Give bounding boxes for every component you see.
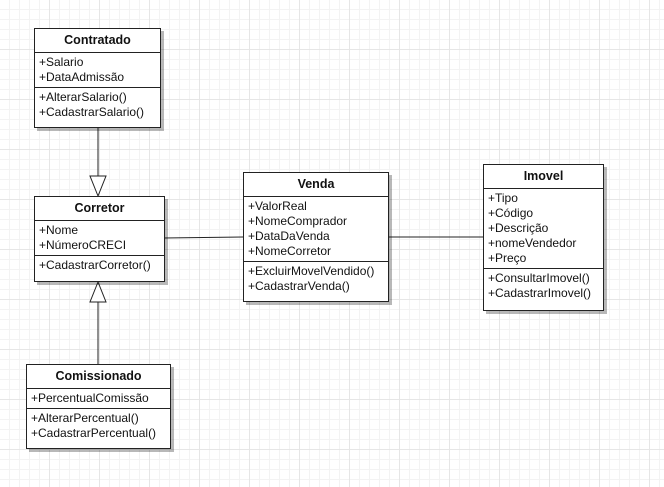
- attribute: +Preço: [488, 251, 527, 265]
- attribute: +NúmeroCRECI: [39, 238, 127, 252]
- method: +ExcluirMovelVendido(): [248, 264, 375, 278]
- attribute: +DataAdmissão: [39, 70, 125, 84]
- method: +ConsultarImovel(): [488, 271, 590, 285]
- method: +CadastrarPercentual(): [31, 426, 157, 440]
- attribute: +nomeVendedor: [488, 236, 577, 250]
- class-venda[interactable]: Venda +ValorReal +NomeComprador +DataDaV…: [243, 172, 389, 302]
- class-contratado-attributes: +Salario +DataAdmissão: [35, 53, 160, 87]
- class-venda-attributes: +ValorReal +NomeComprador +DataDaVenda +…: [244, 197, 388, 261]
- inheritance-arrowhead-bottom: [89, 280, 107, 303]
- attribute: +NomeComprador: [248, 214, 348, 228]
- attribute: +DataDaVenda: [248, 229, 330, 243]
- class-corretor-title: Corretor: [35, 197, 164, 221]
- class-venda-methods: +ExcluirMovelVendido() +CadastrarVenda(): [244, 261, 388, 296]
- class-comissionado-attributes: +PercentualComissão: [27, 389, 170, 408]
- class-corretor[interactable]: Corretor +Nome +NúmeroCRECI +CadastrarCo…: [34, 196, 165, 282]
- class-imovel-methods: +ConsultarImovel() +CadastrarImovel(): [484, 268, 603, 303]
- class-imovel-attributes: +Tipo +Código +Descrição +nomeVendedor +…: [484, 189, 603, 268]
- class-contratado-methods: +AlterarSalario() +CadastrarSalario(): [35, 87, 160, 122]
- attribute: +Tipo: [488, 191, 518, 205]
- attribute: +Salario: [39, 55, 84, 69]
- class-imovel-title: Imovel: [484, 165, 603, 189]
- attribute: +Código: [488, 206, 534, 220]
- method: +CadastrarSalario(): [39, 105, 145, 119]
- class-comissionado-methods: +AlterarPercentual() +CadastrarPercentua…: [27, 408, 170, 443]
- attribute: +Nome: [39, 223, 79, 237]
- class-corretor-methods: +CadastrarCorretor(): [35, 255, 164, 275]
- class-contratado[interactable]: Contratado +Salario +DataAdmissão +Alter…: [34, 28, 161, 128]
- attribute: +PercentualComissão: [31, 391, 149, 405]
- class-imovel[interactable]: Imovel +Tipo +Código +Descrição +nomeVen…: [483, 164, 604, 311]
- class-contratado-title: Contratado: [35, 29, 160, 53]
- method: +AlterarPercentual(): [31, 411, 139, 425]
- method: +CadastrarImovel(): [488, 286, 592, 300]
- attribute: +ValorReal: [248, 199, 307, 213]
- class-comissionado[interactable]: Comissionado +PercentualComissão +Altera…: [26, 364, 171, 449]
- method: +CadastrarVenda(): [248, 279, 350, 293]
- class-comissionado-title: Comissionado: [27, 365, 170, 389]
- attribute: +NomeCorretor: [248, 244, 332, 258]
- method: +CadastrarCorretor(): [39, 258, 151, 272]
- class-corretor-attributes: +Nome +NúmeroCRECI: [35, 221, 164, 255]
- attribute: +Descrição: [488, 221, 549, 235]
- association-line-corretor-venda[interactable]: [163, 236, 244, 239]
- class-venda-title: Venda: [244, 173, 388, 197]
- method: +AlterarSalario(): [39, 90, 127, 104]
- inheritance-arrowhead-top: [89, 175, 107, 198]
